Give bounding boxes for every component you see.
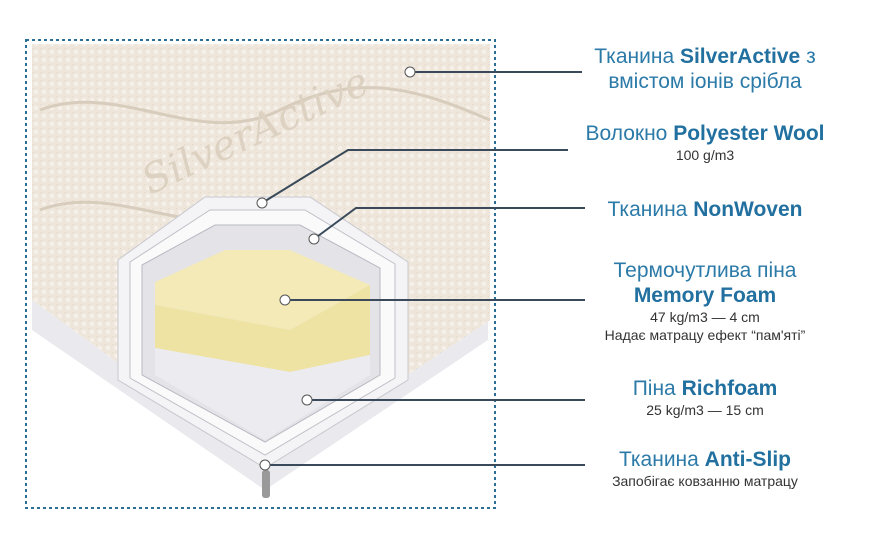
frame-border [25,39,496,509]
marker-memory-foam [279,294,291,306]
leader-lines [261,71,585,466]
label-richfoam: Піна Richfoam 25 kg/m3 — 15 cm [632,377,778,418]
marker-silveractive [404,66,416,78]
marker-anti-slip [259,459,271,471]
marker-polyester-wool [256,197,268,209]
label-polyester-wool: Волокно Polyester Wool 100 g/m3 [585,122,825,163]
memory-foam-top [155,250,370,330]
label-silveractive: Тканина SilverActive з вмістом іонів срі… [594,45,816,93]
zipper-icon [262,470,270,498]
label-nonwoven: Тканина NonWoven [607,198,803,221]
label-memory-foam: Термочутлива піна Memory Foam 47 kg/m3 —… [604,259,806,343]
label-anti-slip: Тканина Anti-Slip Запобігає ковзанню мат… [612,448,798,489]
mattress-side [32,300,488,490]
marker-richfoam [301,394,313,406]
richfoam-layer [155,348,370,440]
memory-foam-side [155,285,370,372]
marker-nonwoven [308,233,320,245]
